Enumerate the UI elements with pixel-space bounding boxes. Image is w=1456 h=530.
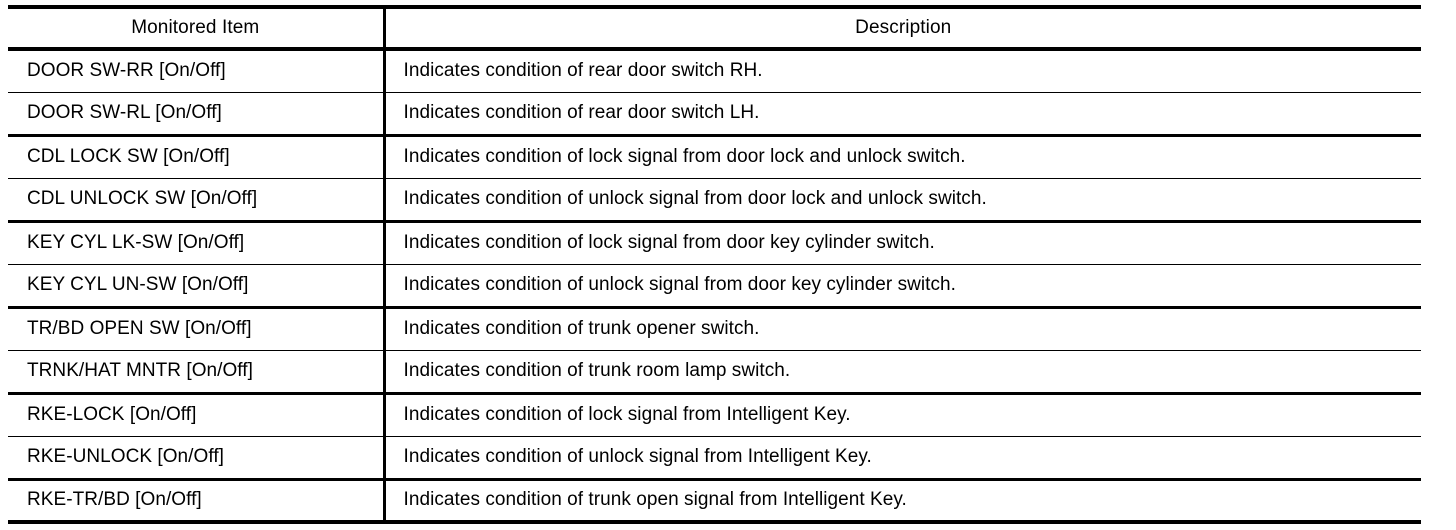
table-row: TR/BD OPEN SW [On/Off]Indicates conditio… xyxy=(8,307,1421,351)
cell-monitored-item: DOOR SW-RR [On/Off] xyxy=(8,49,386,93)
cell-monitored-item: RKE-LOCK [On/Off] xyxy=(8,393,386,437)
table-row: RKE-UNLOCK [On/Off]Indicates condition o… xyxy=(8,436,1421,481)
monitored-item-table: Monitored Item Description DOOR SW-RR [O… xyxy=(8,5,1421,524)
table-row: RKE-TR/BD [On/Off]Indicates condition of… xyxy=(8,479,1421,524)
column-header-monitored-item: Monitored Item xyxy=(8,5,386,51)
cell-description: Indicates condition of rear door switch … xyxy=(384,49,1421,93)
cell-monitored-item: CDL UNLOCK SW [On/Off] xyxy=(8,178,386,223)
table-row: CDL UNLOCK SW [On/Off]Indicates conditio… xyxy=(8,178,1421,223)
cell-monitored-item: CDL LOCK SW [On/Off] xyxy=(8,135,386,179)
table-row: KEY CYL LK-SW [On/Off]Indicates conditio… xyxy=(8,221,1421,265)
table-row: CDL LOCK SW [On/Off]Indicates condition … xyxy=(8,135,1421,179)
cell-monitored-item: RKE-UNLOCK [On/Off] xyxy=(8,436,386,481)
table-header-row: Monitored Item Description xyxy=(8,5,1421,51)
cell-description: Indicates condition of unlock signal fro… xyxy=(384,178,1421,223)
cell-description: Indicates condition of unlock signal fro… xyxy=(384,436,1421,481)
column-header-description: Description xyxy=(384,5,1421,51)
table-row: DOOR SW-RR [On/Off]Indicates condition o… xyxy=(8,49,1421,93)
cell-description: Indicates condition of rear door switch … xyxy=(384,92,1421,137)
table-row: RKE-LOCK [On/Off]Indicates condition of … xyxy=(8,393,1421,437)
table-header: Monitored Item Description xyxy=(8,5,1421,51)
cell-monitored-item: KEY CYL LK-SW [On/Off] xyxy=(8,221,386,265)
table-body: DOOR SW-RR [On/Off]Indicates condition o… xyxy=(8,49,1421,524)
cell-description: Indicates condition of lock signal from … xyxy=(384,393,1421,437)
cell-monitored-item: RKE-TR/BD [On/Off] xyxy=(8,479,386,524)
cell-description: Indicates condition of lock signal from … xyxy=(384,221,1421,265)
cell-description: Indicates condition of trunk room lamp s… xyxy=(384,350,1421,395)
cell-description: Indicates condition of trunk opener swit… xyxy=(384,307,1421,351)
table-row: TRNK/HAT MNTR [On/Off]Indicates conditio… xyxy=(8,350,1421,395)
cell-monitored-item: DOOR SW-RL [On/Off] xyxy=(8,92,386,137)
cell-description: Indicates condition of lock signal from … xyxy=(384,135,1421,179)
cell-description: Indicates condition of unlock signal fro… xyxy=(384,264,1421,309)
cell-description: Indicates condition of trunk open signal… xyxy=(384,479,1421,524)
table-row: KEY CYL UN-SW [On/Off]Indicates conditio… xyxy=(8,264,1421,309)
cell-monitored-item: TRNK/HAT MNTR [On/Off] xyxy=(8,350,386,395)
table-row: DOOR SW-RL [On/Off]Indicates condition o… xyxy=(8,92,1421,137)
cell-monitored-item: KEY CYL UN-SW [On/Off] xyxy=(8,264,386,309)
cell-monitored-item: TR/BD OPEN SW [On/Off] xyxy=(8,307,386,351)
